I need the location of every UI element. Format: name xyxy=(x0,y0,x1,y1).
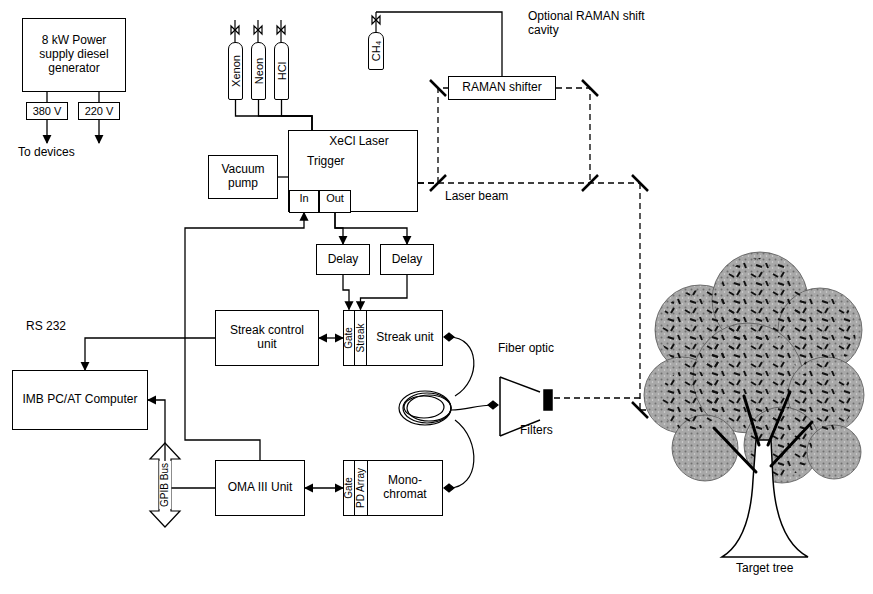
mirrors xyxy=(430,80,648,418)
control-unit-box: Streak control unit xyxy=(215,310,319,366)
node-text: OMA III Unit xyxy=(228,481,293,495)
laser-beam-path xyxy=(418,88,700,410)
laser-box: XeCl LaserTriggerIn Out xyxy=(288,130,418,212)
streak-unit-box: Streak unitGateStreak xyxy=(343,310,443,366)
oma-unit-box: OMA III Unit xyxy=(215,460,305,516)
gas-cylinder: Xenon xyxy=(228,42,243,100)
connector xyxy=(259,100,313,130)
trigger-port: In xyxy=(289,190,319,213)
connector xyxy=(376,12,502,76)
fiber-label: Fiber optic xyxy=(498,342,554,356)
filter-label: Filters xyxy=(520,424,553,438)
connector xyxy=(98,92,99,102)
connector xyxy=(418,88,448,183)
trigger-port: Out xyxy=(319,190,351,213)
connector xyxy=(361,275,408,310)
node-text: RAMAN shifter xyxy=(462,81,541,95)
voltage-output-box: 380 V xyxy=(26,102,68,120)
gas-valves xyxy=(231,12,380,42)
node-text: Delay xyxy=(328,253,359,267)
output-label: To devices xyxy=(18,146,75,160)
connector xyxy=(282,100,313,130)
node-text: Streak unit xyxy=(376,331,433,345)
target-tree xyxy=(644,252,864,557)
connector xyxy=(278,176,288,177)
node-text: Out xyxy=(326,192,344,205)
connector xyxy=(46,92,47,102)
connector xyxy=(305,487,343,488)
connector xyxy=(319,337,343,338)
node-text: Streak xyxy=(355,323,367,352)
node-text: 8 kW Power supply diesel generator xyxy=(26,34,122,75)
input-strip: Streak xyxy=(354,310,367,366)
gas-cylinder: Neon xyxy=(251,42,266,100)
node-text: XeCl Laser xyxy=(329,135,388,149)
node-text: 220 V xyxy=(85,105,114,118)
node-text: Trigger xyxy=(307,155,345,169)
node-text: Vacuum pump xyxy=(212,163,274,191)
connector xyxy=(148,400,215,488)
node-text: CH₄ xyxy=(370,41,383,61)
node-text: Xenon xyxy=(229,55,242,87)
gas-cylinder: CH₄ xyxy=(368,32,384,70)
node-text: Neon xyxy=(252,58,265,84)
connector xyxy=(343,275,349,310)
connector xyxy=(335,213,407,245)
node-text: PD Array xyxy=(355,467,367,507)
output-arrows xyxy=(47,120,99,143)
computer-box: IMB PC/AT Computer xyxy=(12,370,148,430)
node-text: 380 V xyxy=(33,105,62,118)
connector xyxy=(236,100,313,130)
node-text: Mono- chromat xyxy=(371,474,439,502)
node-text: Delay xyxy=(392,253,423,267)
voltage-output-box: 220 V xyxy=(78,102,120,120)
delay-box: Delay xyxy=(380,244,434,275)
raman-shifter-box: RAMAN shifter xyxy=(448,76,556,100)
node-text: IMB PC/AT Computer xyxy=(23,393,138,407)
node-text: In xyxy=(299,192,308,205)
connector xyxy=(85,338,215,370)
beam-label: Laser beam xyxy=(445,190,508,204)
node-text: Streak control unit xyxy=(219,324,315,352)
interface-label: RS 232 xyxy=(26,320,66,334)
vacuum-pump-box: Vacuum pump xyxy=(208,155,278,199)
tree-label: Target tree xyxy=(736,562,793,576)
gas-cylinder: HCl xyxy=(274,42,289,100)
monochromator-box: Mono- chromatGatePD Array xyxy=(343,460,443,516)
delay-box: Delay xyxy=(316,244,370,275)
node-text: HCl xyxy=(275,62,288,80)
bus-label: GPIB Bus xyxy=(159,461,171,509)
input-strip: PD Array xyxy=(354,460,368,516)
power-supply-box: 8 kW Power supply diesel generator xyxy=(22,18,126,92)
cavity-label: Optional RAMAN shift cavity xyxy=(528,10,646,38)
